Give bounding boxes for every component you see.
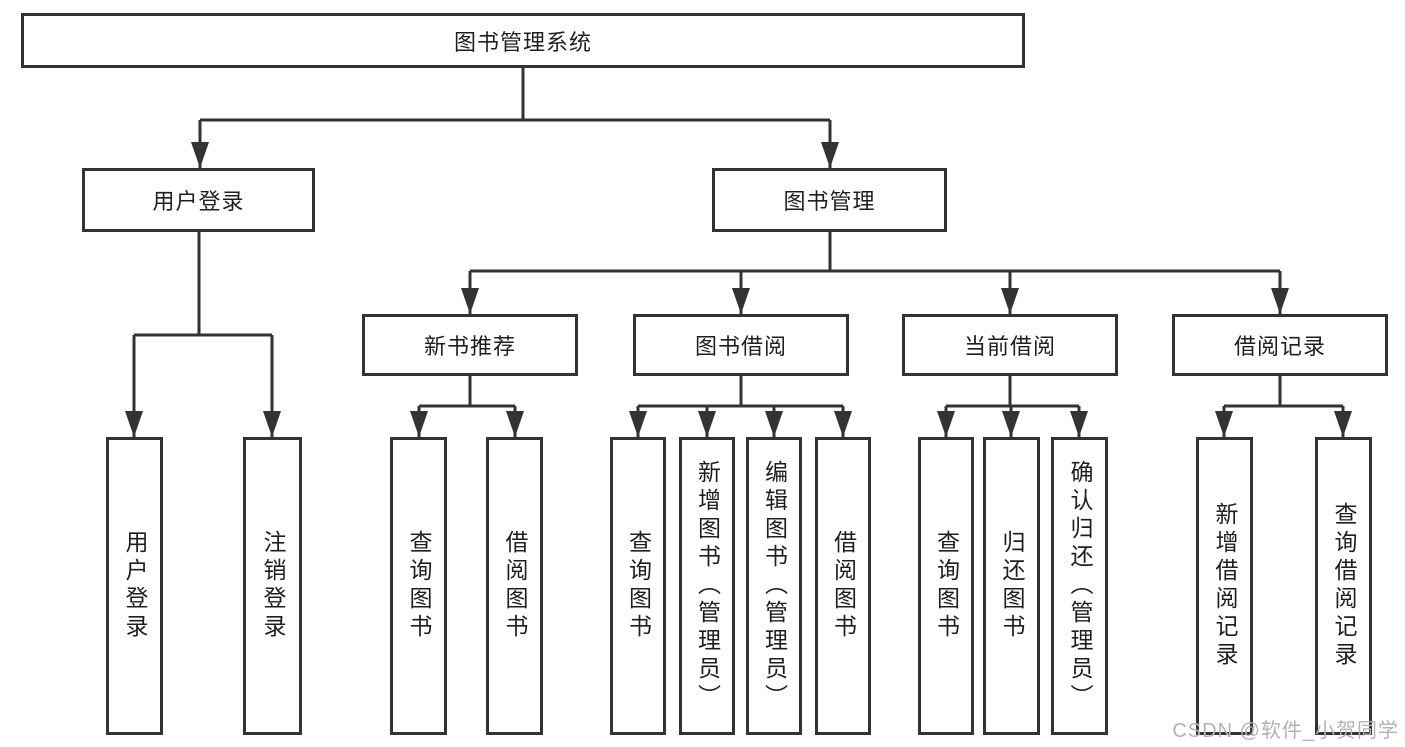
- leaf-query-books-borrowing: 查询图书: [610, 437, 666, 735]
- leaf-return-books: 归还图书: [983, 437, 1040, 735]
- leaf-logout: 注销登录: [243, 437, 302, 735]
- leaf-add-borrow-record: 新增借阅记录: [1196, 437, 1253, 735]
- node-new-book-recommend: 新书推荐: [362, 314, 578, 376]
- node-borrowing-records: 借阅记录: [1172, 314, 1388, 376]
- leaf-query-borrow-record: 查询借阅记录: [1315, 437, 1372, 735]
- node-root-system: 图书管理系统: [21, 13, 1025, 68]
- leaf-borrow-books: 借阅图书: [815, 437, 871, 735]
- node-user-login: 用户登录: [82, 168, 315, 232]
- node-current-borrowing: 当前借阅: [902, 314, 1118, 376]
- leaf-user-login: 用户登录: [106, 437, 163, 735]
- leaf-edit-books-admin: 编辑图书（管理员）: [746, 437, 802, 735]
- leaf-confirm-return-admin: 确认归还（管理员）: [1051, 437, 1108, 735]
- leaf-query-books-recommend: 查询图书: [390, 437, 447, 735]
- node-book-management: 图书管理: [712, 168, 947, 232]
- leaf-borrow-books-recommend: 借阅图书: [486, 437, 543, 735]
- csdn-watermark: CSDN @软件_小贺同学: [1172, 720, 1399, 742]
- leaf-add-books-admin: 新增图书（管理员）: [679, 437, 735, 735]
- node-book-borrowing: 图书借阅: [633, 314, 849, 376]
- leaf-query-books-current: 查询图书: [918, 437, 974, 735]
